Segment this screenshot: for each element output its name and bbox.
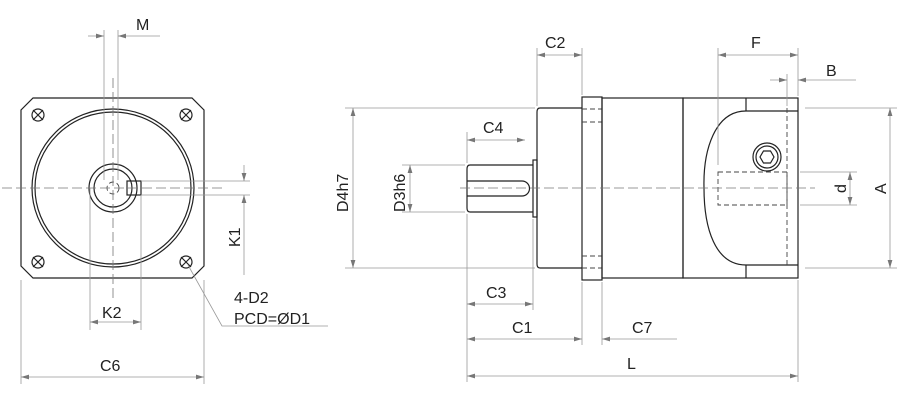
- dim-D3h6: D3h6: [392, 174, 409, 212]
- dim-C3: C3: [486, 285, 507, 302]
- dim-M: M: [136, 17, 149, 34]
- output-shaft: [466, 164, 533, 213]
- dim-K2: K2: [102, 305, 122, 322]
- dim-A: A: [873, 183, 890, 194]
- dim-D4h7: D4h7: [335, 174, 352, 212]
- key: [126, 180, 142, 196]
- shaft-keyway: [467, 180, 531, 197]
- side-view: C2 F B C4 D4h7 D3h6 d A: [335, 35, 897, 382]
- hole-callout: 4-D2: [234, 290, 269, 307]
- pcd-callout: PCD=ØD1: [234, 311, 310, 328]
- flange-square: [20, 97, 205, 279]
- shaft-circle: [93, 168, 133, 208]
- dim-L: L: [627, 356, 636, 373]
- dim-C7: C7: [632, 320, 653, 337]
- dim-d: d: [833, 184, 850, 193]
- dim-C2: C2: [545, 35, 566, 52]
- dim-F: F: [751, 35, 761, 52]
- front-view: M K1 K2 C6 4-D2 PCD=ØD1: [2, 17, 328, 384]
- dim-B: B: [826, 63, 837, 80]
- mounting-holes: [31, 108, 193, 269]
- flange: [581, 96, 603, 281]
- dim-C1: C1: [512, 320, 533, 337]
- hole-leader: [187, 264, 328, 327]
- dim-C4: C4: [483, 120, 504, 137]
- dim-C6: C6: [100, 358, 121, 375]
- clamp-bolt-icon: [752, 142, 782, 172]
- input-bore: [717, 171, 788, 206]
- pilot-circle-outer: [31, 108, 195, 268]
- dim-K1: K1: [227, 227, 244, 247]
